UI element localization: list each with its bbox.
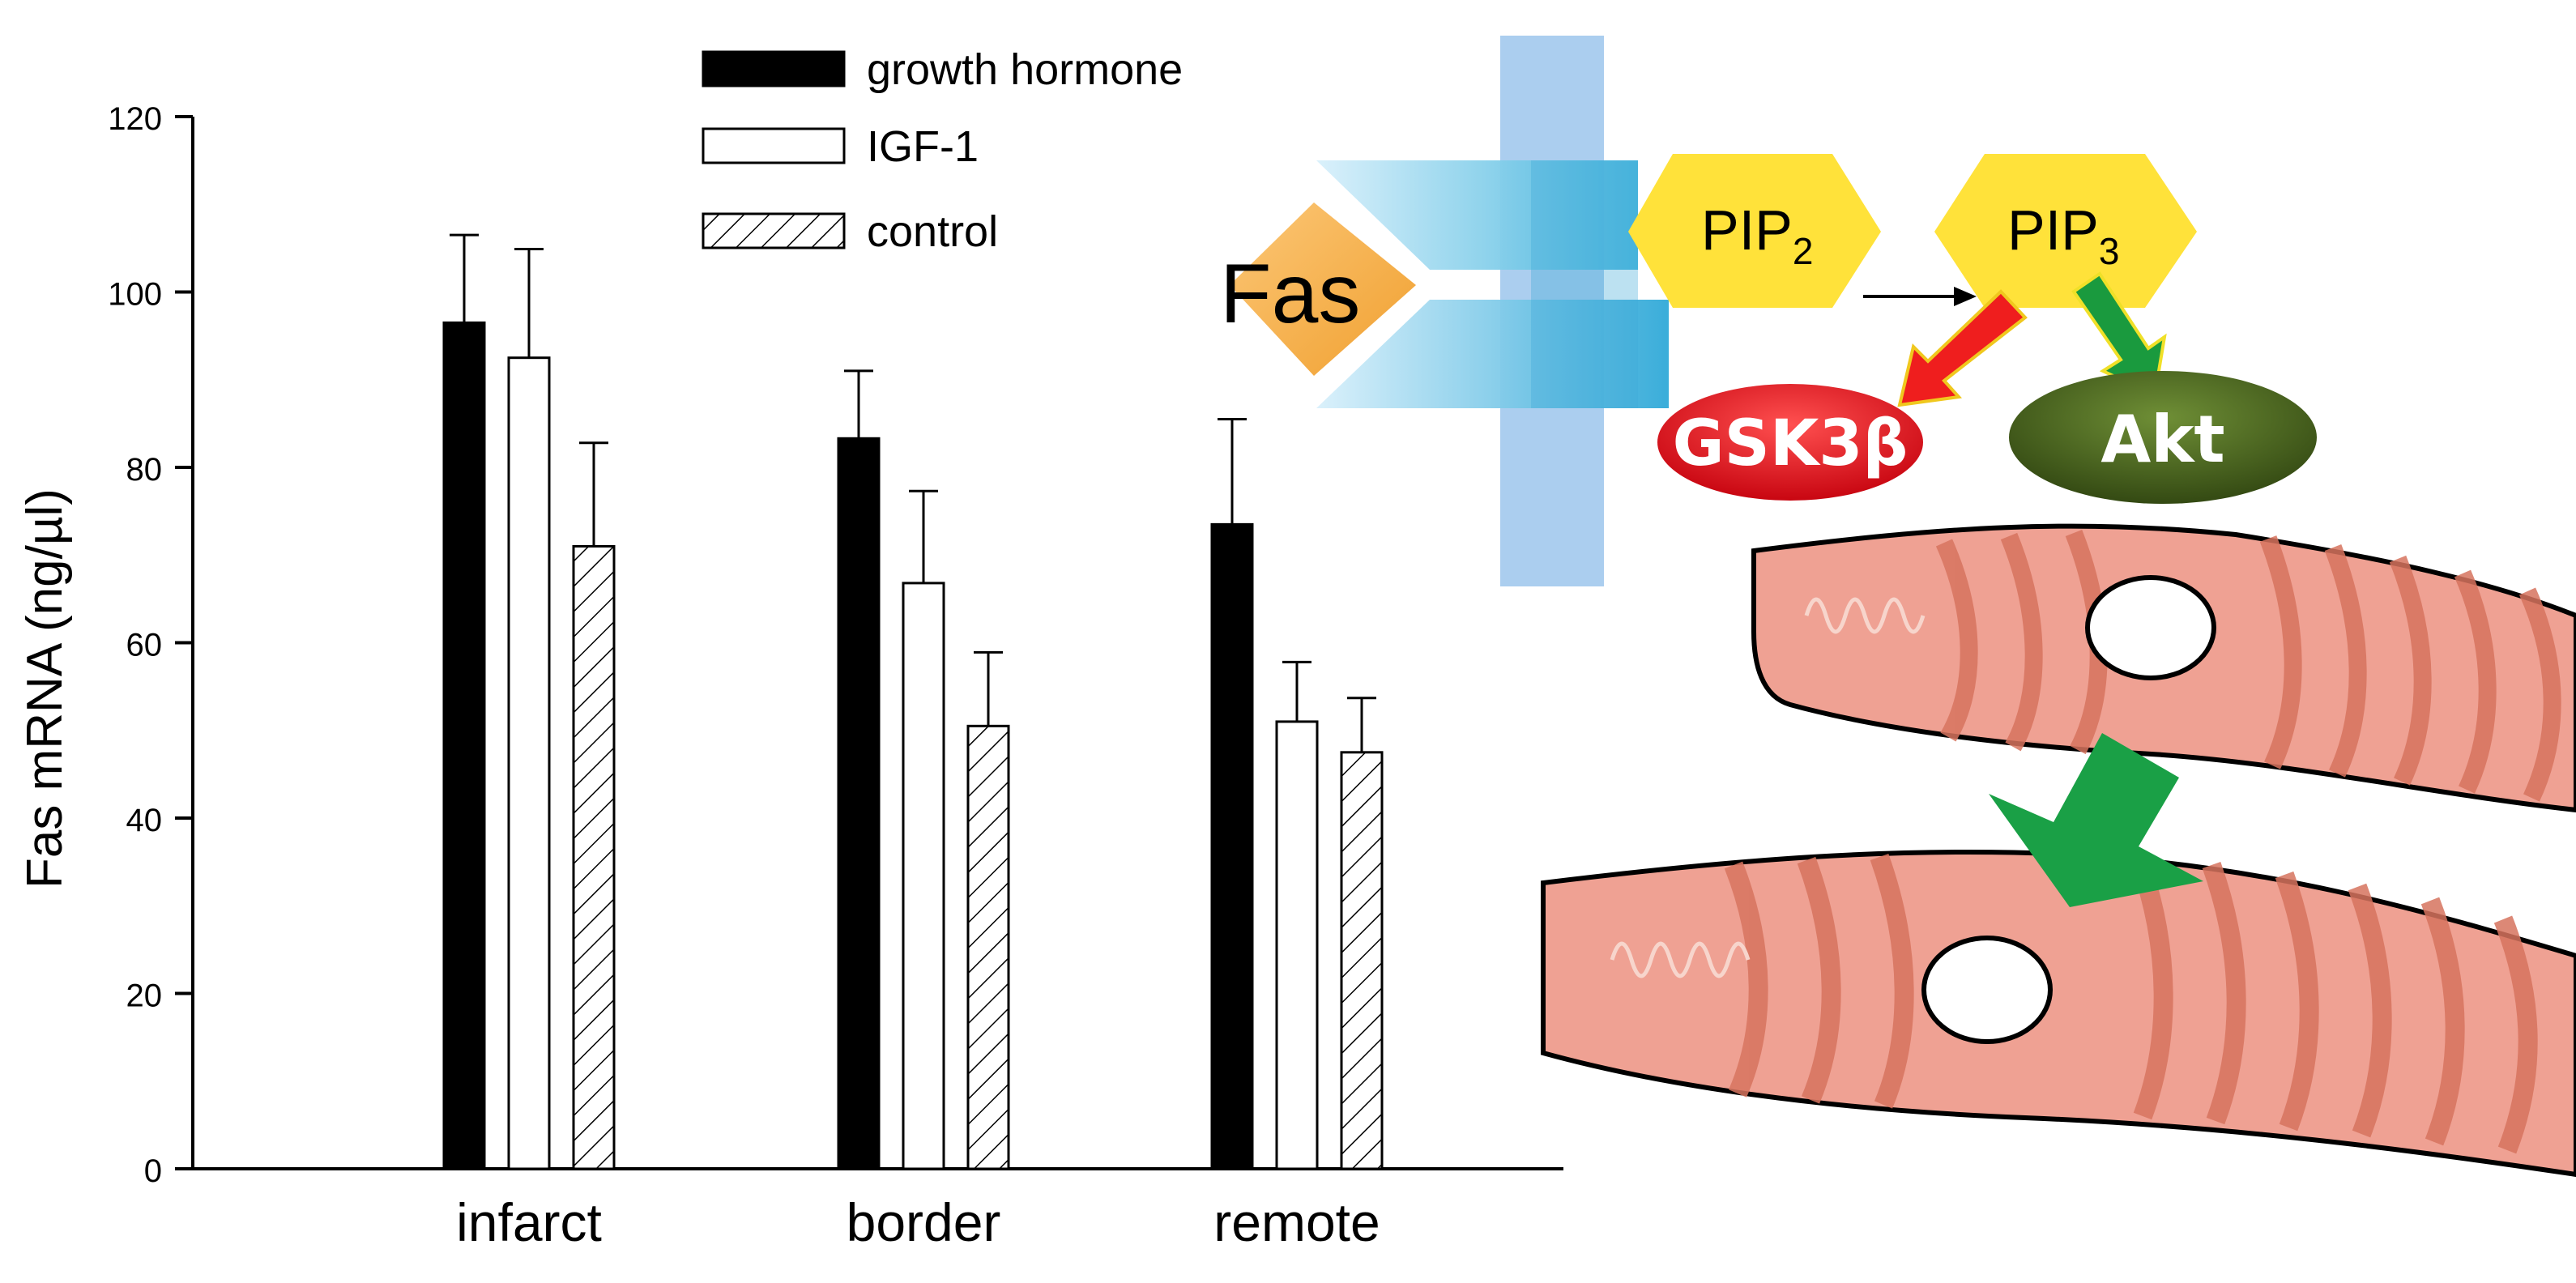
legend-swatch [702,212,846,249]
gsk3b-label: GSK3β [1673,407,1909,480]
pip2-sub: 2 [1793,230,1814,272]
pip2-base: PIP [1701,198,1793,262]
x-tick-label: remote [1213,1192,1380,1252]
y-tick-label: 40 [126,803,163,838]
akt-ellipse [2009,371,2317,504]
bar-infarct-growth-hormone [442,321,486,1170]
x-tick-label: border [847,1192,1001,1252]
legend-label: growth hormone [867,45,1183,94]
y-tick-label: 80 [126,452,163,488]
myocyte-top [1751,523,2576,813]
bar-remote-control [1340,751,1384,1170]
akt-label: Akt [2100,402,2224,477]
legend-swatch [702,50,846,87]
x-tick-labels: infarct border remote [456,1192,1380,1252]
red-arrow [1897,289,2028,407]
y-ticks: 0 20 40 60 80 100 120 [108,101,193,1189]
conversion-arrow-head [1954,287,1977,306]
nucleus-bottom [1921,936,2053,1044]
pip2-label: PIP2 [1701,198,1813,272]
pip3-base: PIP [2007,198,2099,262]
legend-label: control [867,207,998,256]
x-tick-label: infarct [456,1192,602,1252]
y-tick-label: 120 [108,101,162,137]
bar-remote-growth-hormone [1210,522,1254,1170]
green-down-arrow [1989,733,2203,907]
legend-swatch [702,127,846,164]
pip2-hexagon [1628,154,1881,308]
gsk3b-ellipse [1657,384,1923,501]
fas-receptor [1316,160,1669,408]
pip3-label: PIP3 [2007,198,2119,272]
pip3-hexagon [1934,154,2197,308]
y-tick-label: 20 [126,978,163,1014]
nucleus-top [2085,575,2216,680]
y-tick-label: 60 [126,628,163,663]
green-arrow [2071,271,2167,398]
bar-border-igf-1 [902,582,945,1170]
bar-infarct-igf-1 [507,356,551,1170]
bar-infarct-control [572,544,616,1170]
bar-border-control [966,724,1010,1170]
y-tick-label: 100 [108,277,162,313]
bar-remote-igf-1 [1275,720,1319,1170]
fas-label: Fas [1220,247,1360,341]
legend-label: IGF-1 [867,122,979,171]
y-axis-label: Fas mRNA (ng/µl) [17,488,73,889]
bar-border-growth-hormone [837,437,881,1170]
bars [442,233,1384,1170]
fas-ligand-diamond [1230,202,1416,376]
signaling-diagram: Fas PIP2 PIP3 GSK3β Akt [1220,36,2576,1178]
bar-chart: Fas mRNA (ng/µl) 0 20 40 60 80 100 120 infarct… [17,45,1563,1252]
pip3-sub: 3 [2099,230,2120,272]
myocyte-bottom [1541,849,2576,1178]
y-tick-label: 0 [144,1153,162,1189]
